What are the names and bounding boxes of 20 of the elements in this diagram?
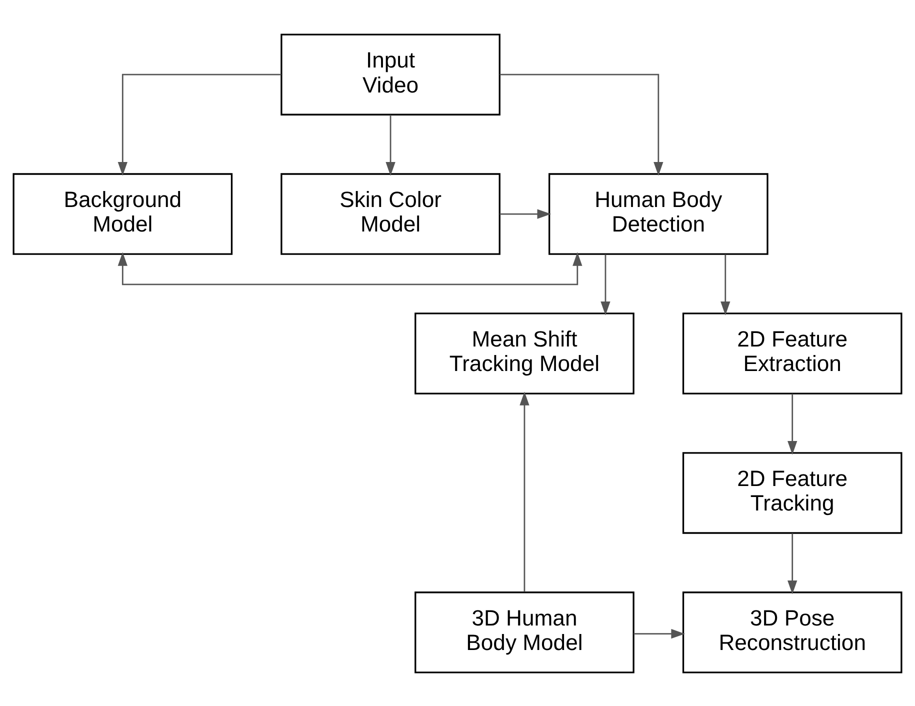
node-box: Human Body Detection <box>548 172 768 254</box>
arrow <box>386 114 396 176</box>
arrow <box>500 208 552 218</box>
arrow <box>600 254 610 315</box>
node-box: 3D Pose Reconstruction <box>682 591 902 673</box>
node-box: Input Video <box>280 33 500 115</box>
arrow <box>788 532 798 594</box>
arrow <box>118 252 582 285</box>
node-box: 3D Human Body Model <box>414 591 634 673</box>
arrow <box>788 393 798 454</box>
node-box: 2D Feature Extraction <box>682 312 902 394</box>
node-box: Background Model <box>12 172 233 254</box>
arrow <box>118 73 282 176</box>
arrow <box>720 254 730 315</box>
node-box: Mean Shift Tracking Model <box>414 312 634 394</box>
arrow <box>634 628 686 638</box>
node-box: 2D Feature Tracking <box>682 452 902 534</box>
node-box: Skin Color Model <box>280 172 500 254</box>
arrow <box>500 73 664 176</box>
arrow <box>520 391 530 592</box>
